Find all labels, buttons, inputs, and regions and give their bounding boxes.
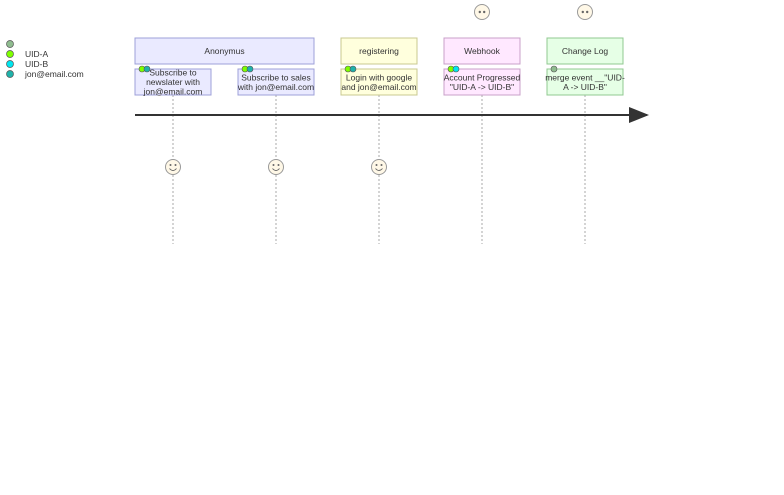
actor-dot bbox=[550, 65, 558, 73]
actor-dot bbox=[143, 65, 151, 73]
legend-entry: UID-B bbox=[6, 59, 48, 69]
event-label: "UID-A -> UID-B" bbox=[450, 82, 514, 92]
section-box bbox=[134, 37, 315, 65]
event-label: jon@email.com bbox=[143, 87, 203, 97]
smiley-icon bbox=[165, 159, 181, 175]
legend-label: jon@email.com bbox=[24, 69, 84, 79]
section-box bbox=[340, 37, 418, 65]
robot-icon bbox=[577, 4, 593, 20]
actor-dot bbox=[349, 65, 357, 73]
section-header: Webhook bbox=[443, 37, 521, 65]
section-label: Change Log bbox=[562, 46, 609, 56]
event-label: Subscribe to sales bbox=[241, 72, 310, 82]
legend-entry: jon@email.com bbox=[6, 69, 84, 79]
legend-dot bbox=[6, 70, 14, 78]
section-header: Anonymus bbox=[134, 37, 315, 65]
section-box bbox=[443, 37, 521, 65]
actor-dot bbox=[246, 65, 254, 73]
event-card: Account Progressed"UID-A -> UID-B" bbox=[443, 65, 521, 96]
legend-entry bbox=[6, 40, 14, 48]
section-header: registering bbox=[340, 37, 418, 65]
event-label: newslater with bbox=[146, 77, 200, 87]
smiley-icon bbox=[268, 159, 284, 175]
actors bbox=[165, 4, 593, 175]
section-label: Anonymus bbox=[204, 46, 244, 56]
section-box bbox=[546, 37, 624, 65]
section-label: Webhook bbox=[464, 46, 501, 56]
legend-label: UID-A bbox=[25, 49, 48, 59]
legend-dot bbox=[6, 50, 14, 58]
actor-dot bbox=[452, 65, 460, 73]
event-box bbox=[546, 68, 624, 96]
event-box bbox=[340, 68, 418, 96]
section-header: Change Log bbox=[546, 37, 624, 65]
event-label: with jon@email.com bbox=[237, 82, 314, 92]
event-label: Subscribe to bbox=[149, 68, 197, 78]
event-label: merge event __"UID- bbox=[545, 72, 625, 82]
legend-label: UID-B bbox=[25, 59, 48, 69]
legend-dot bbox=[6, 40, 14, 48]
event-box bbox=[134, 68, 212, 96]
event-label: A -> UID-B" bbox=[563, 82, 607, 92]
section-label: registering bbox=[359, 46, 399, 56]
smiley-icon bbox=[371, 159, 387, 175]
event-label: and jon@email.com bbox=[341, 82, 416, 92]
event-box bbox=[237, 68, 315, 96]
sections: Anonymus registering Webhook Change Log bbox=[134, 37, 624, 65]
legend-dot bbox=[6, 60, 14, 68]
event-box bbox=[443, 68, 521, 96]
event-label: Login with google bbox=[346, 72, 412, 82]
event-guides bbox=[172, 95, 586, 244]
legend-entry: UID-A bbox=[6, 49, 48, 59]
event-card: merge event __"UID-A -> UID-B" bbox=[545, 65, 625, 96]
event-label: Account Progressed bbox=[444, 72, 521, 82]
robot-icon bbox=[474, 4, 490, 20]
